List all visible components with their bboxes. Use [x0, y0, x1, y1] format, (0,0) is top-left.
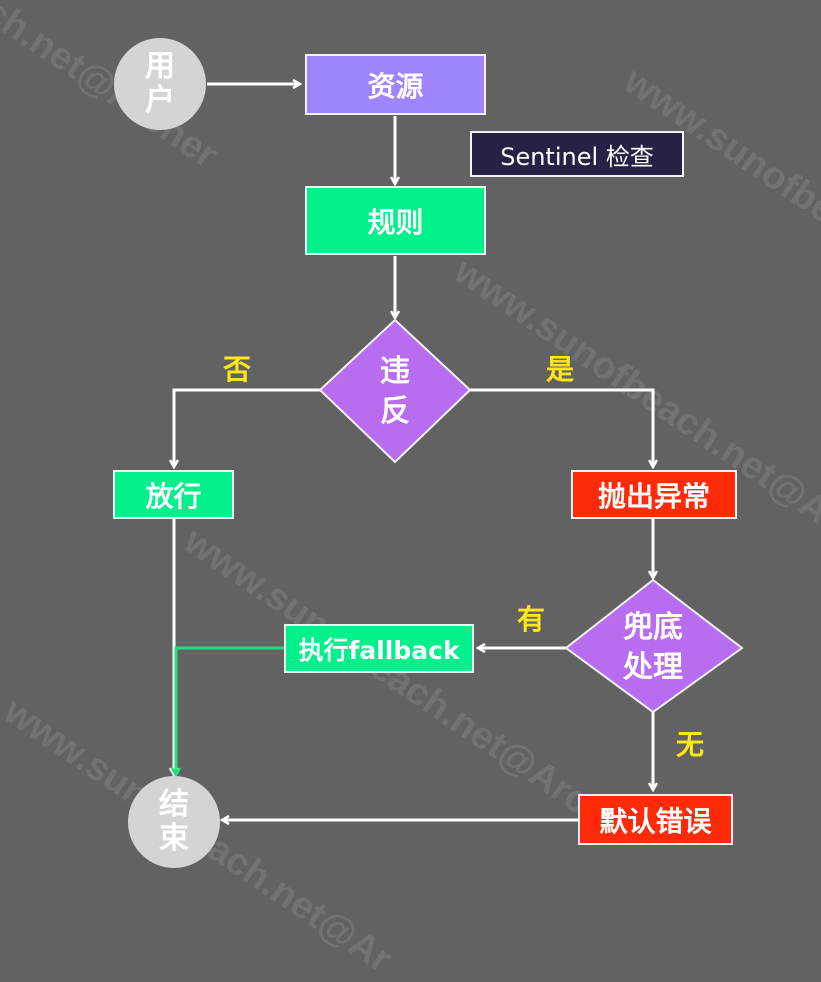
- violate-diamond: [318, 318, 472, 464]
- allow-node: 放行: [113, 470, 234, 519]
- throw-exception-node: 抛出异常: [571, 470, 737, 519]
- resource-node: 资源: [305, 54, 486, 115]
- sentinel-check-label: Sentinel 检查: [470, 131, 684, 177]
- fallback-handle-diamond: [564, 578, 744, 714]
- edge-label-none: 无: [676, 728, 705, 761]
- fallback-handle-label-1: 兜底: [623, 610, 683, 645]
- violate-label-1: 违: [380, 354, 410, 389]
- end-label-2: 束: [159, 821, 189, 856]
- violate-label: 违 反: [365, 352, 425, 432]
- edge-label-yes: 是: [546, 353, 575, 386]
- user-node: 用户: [114, 38, 206, 130]
- user-label-2: 户: [145, 83, 175, 118]
- edge-violate-allow: [174, 388, 320, 467]
- violate-label-2: 反: [380, 394, 410, 429]
- fallback-handle-label-2: 处理: [623, 650, 683, 685]
- edge-violate-throw: [470, 388, 653, 467]
- end-label-1: 结: [159, 787, 189, 822]
- edge-label-has: 有: [517, 603, 546, 636]
- end-node: 结束: [128, 776, 220, 868]
- flowchart-connectors: [0, 0, 744, 873]
- edge-exec-end: [176, 646, 284, 775]
- exec-fallback-node: 执行fallback: [284, 624, 474, 673]
- fallback-handle-label: 兜底 处理: [608, 608, 698, 688]
- edge-label-no: 否: [223, 353, 252, 386]
- user-label-1: 用: [145, 49, 175, 84]
- rule-node: 规则: [305, 186, 486, 255]
- default-error-node: 默认错误: [578, 794, 733, 845]
